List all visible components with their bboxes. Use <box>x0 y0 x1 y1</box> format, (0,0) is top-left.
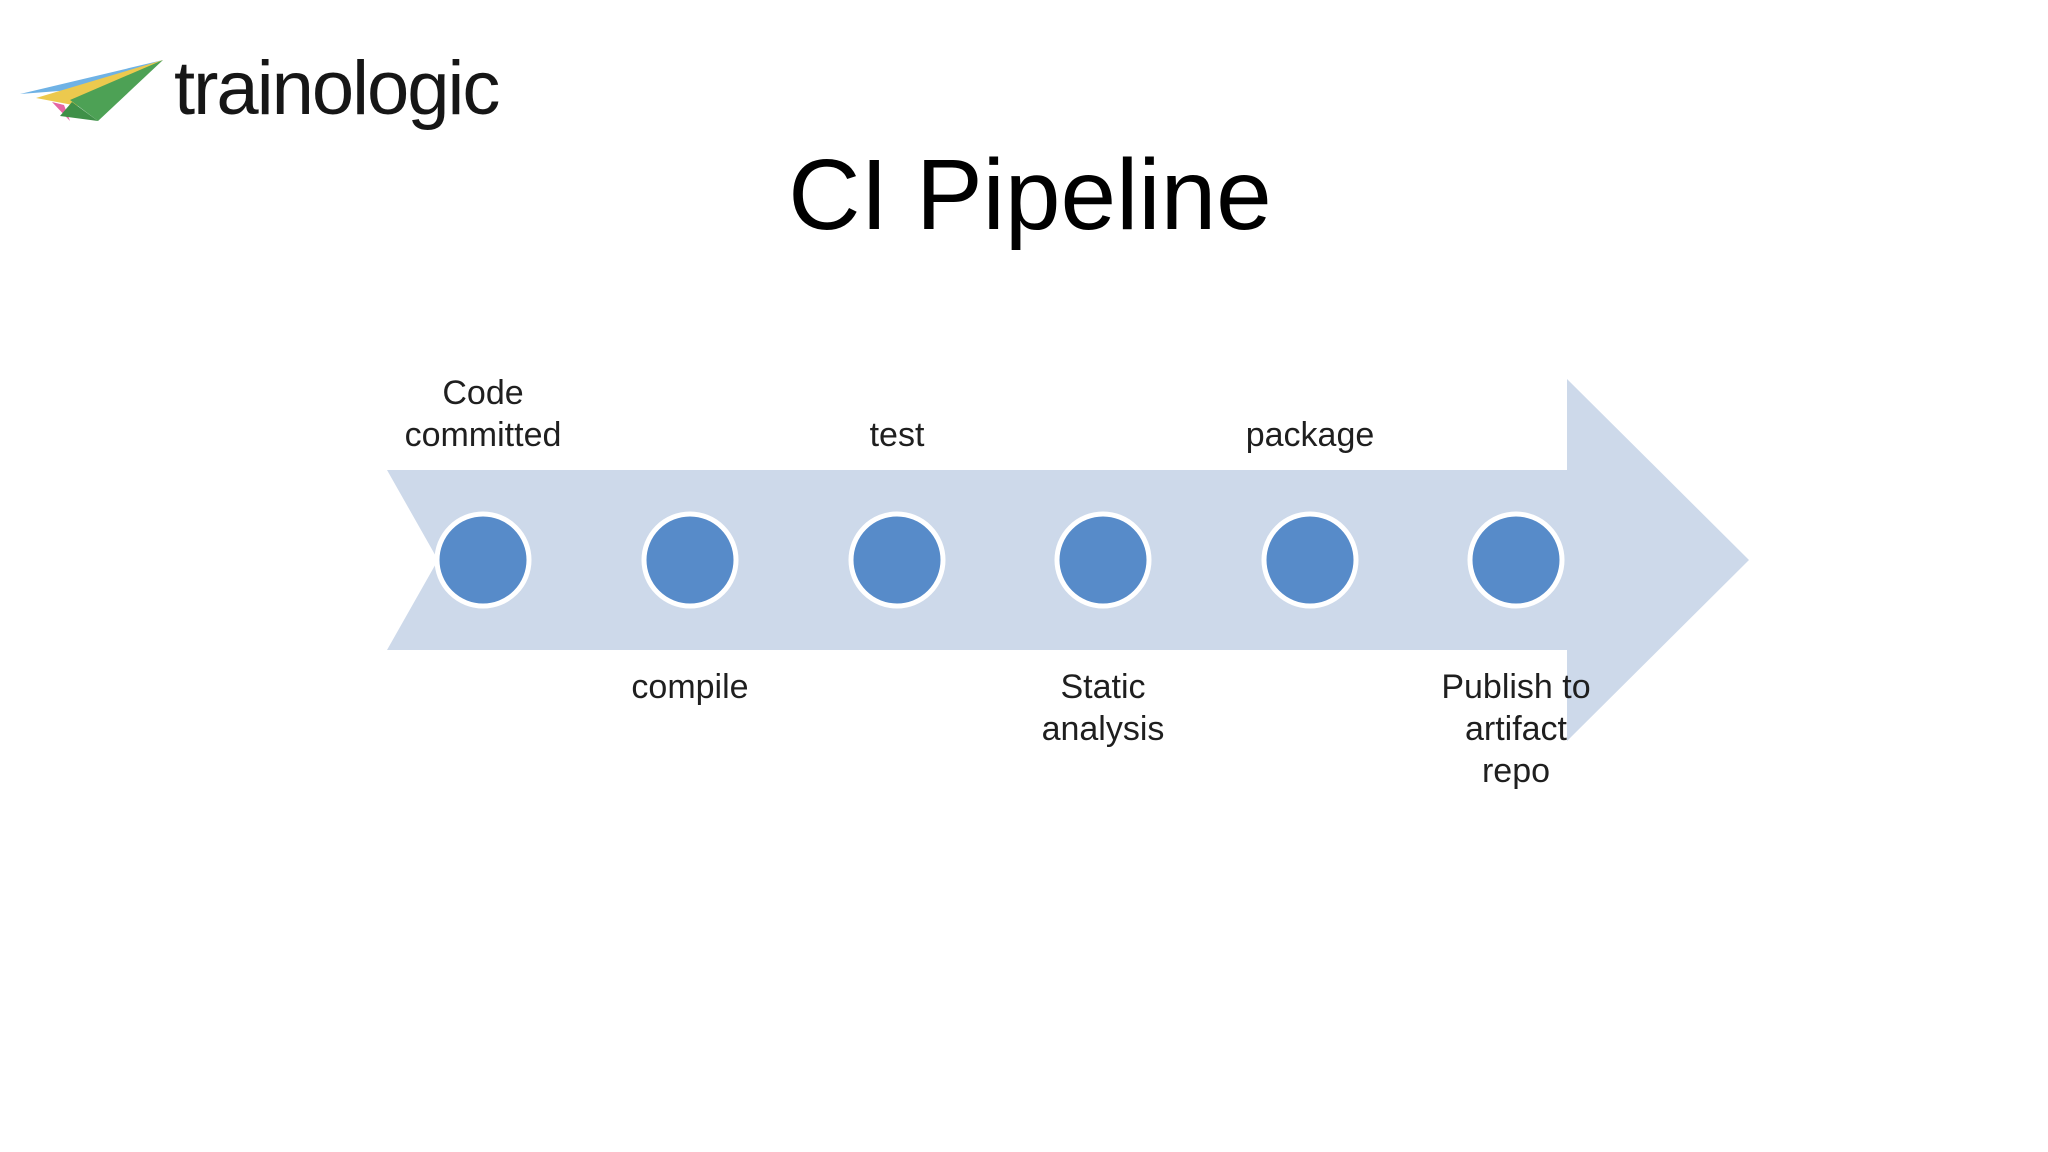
stage-label-test: test <box>869 416 925 454</box>
stage-node-compile <box>641 511 739 609</box>
paper-plane-icon <box>20 60 163 121</box>
page-title: CI Pipeline <box>788 139 1272 251</box>
stage-node-static-analysis <box>1054 511 1152 609</box>
stage-label-compile: compile <box>631 668 749 706</box>
stage-label-code-committed: Code committed <box>404 374 562 454</box>
stage-node-test <box>848 511 946 609</box>
stage-node-code-committed <box>434 511 532 609</box>
stage-node-package <box>1261 511 1359 609</box>
stage-label-publish: Publish to artifact repo <box>1441 668 1591 790</box>
stage-node-publish <box>1467 511 1565 609</box>
stage-label-static-analysis: Static analysis <box>1041 668 1165 748</box>
logo: trainologic <box>0 0 600 170</box>
stage-label-package: package <box>1245 416 1375 454</box>
logo-text: trainologic <box>174 46 500 131</box>
